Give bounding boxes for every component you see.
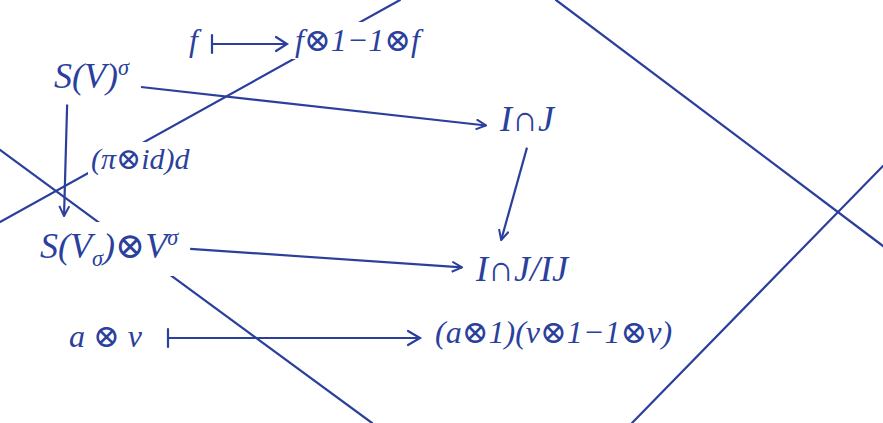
map-formula: f <box>186 22 201 59</box>
mapsto-arrow <box>168 337 418 339</box>
map-formula: a ⊗ v <box>66 318 145 355</box>
math-text: S(V) <box>54 56 118 96</box>
math-text: σ <box>167 225 178 250</box>
math-object: S(Vσ)⊗Vσ <box>34 222 184 276</box>
mapsto-arrow <box>212 43 285 45</box>
morphism-arrow <box>501 148 527 240</box>
math-text: I∩J/IJ <box>476 249 568 289</box>
math-object: S(V)σ <box>48 52 135 101</box>
math-text: σ <box>118 55 129 80</box>
map-formula: f⊗1−1⊗f <box>292 22 423 59</box>
math-object: I∩J <box>494 96 560 144</box>
map-formula: (a⊗1)(v⊗1−1⊗v) <box>432 314 675 351</box>
strike-line <box>0 150 372 423</box>
math-text: )⊗V <box>103 226 167 266</box>
strike-line <box>632 166 883 423</box>
math-text: S(V <box>40 226 92 266</box>
mapsto-bar <box>211 35 213 53</box>
math-object: I∩J/IJ <box>470 246 574 294</box>
arrow-label: (π⊗id)d <box>88 142 192 177</box>
morphism-arrow <box>141 87 486 126</box>
strike-line <box>556 0 883 246</box>
morphism-arrow <box>64 105 67 216</box>
math-text: σ <box>92 246 103 271</box>
arrow-head <box>276 37 287 51</box>
mapsto-bar <box>167 329 169 347</box>
math-text: I∩J <box>500 99 554 139</box>
arrow-head <box>408 331 420 345</box>
morphism-arrow <box>190 249 462 268</box>
